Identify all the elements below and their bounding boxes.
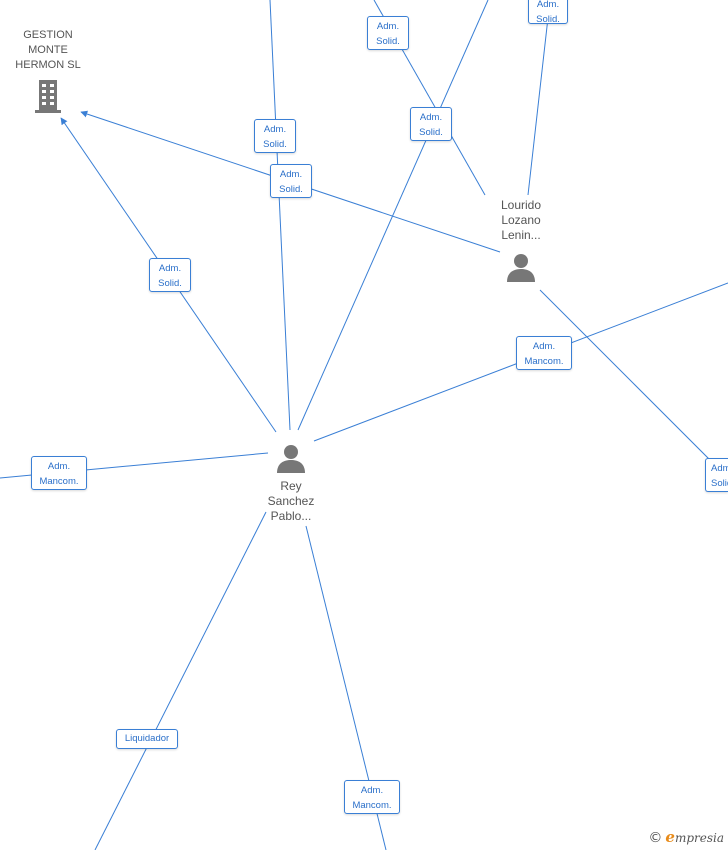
edge-rey-bottom-1 (94, 511, 267, 850)
empresia-brand: ©empresia (648, 828, 724, 846)
relation-label-adm-solid[interactable]: Adm. Solid. (528, 0, 568, 25)
relation-text-line-2: Mancom. (352, 800, 392, 811)
relation-text-line-2: Solid. (711, 478, 728, 489)
relation-text-line-2: Solid. (419, 127, 443, 138)
edge-lourido-right (539, 289, 728, 479)
relation-label-adm-mancom[interactable]: Adm. Mancom. (344, 780, 400, 814)
relation-text-line-1: Adm. (711, 463, 728, 474)
brand-name: mpresia (674, 831, 724, 845)
relation-text-line-2: Mancom. (524, 356, 564, 367)
relation-text-line-1: Adm. (419, 112, 443, 123)
person-name-line-3: Pablo... (270, 509, 312, 523)
relation-label-adm-solid[interactable]: Adm. Solid. (270, 164, 312, 198)
relation-text-line-1: Adm. (360, 785, 384, 796)
relation-text-line-2: Solid. (158, 278, 182, 289)
edge-rey-top-1 (269, 0, 291, 431)
person-icon (507, 254, 535, 282)
company-name-line-2: MONTE (28, 44, 68, 56)
person-icon (277, 445, 305, 473)
copyright-symbol: © (648, 830, 663, 846)
relation-text-line-1: Adm. (263, 124, 287, 135)
relation-label-liquidador[interactable]: Liquidador (116, 729, 178, 749)
building-icon (35, 80, 61, 113)
brand-initial: e (665, 828, 675, 846)
person-name-line-1: Lourido (500, 198, 542, 212)
relation-label-adm-solid[interactable]: Adm. Solid. (705, 458, 728, 492)
relation-text-line-1: Adm. (158, 263, 182, 274)
relation-text-line-2: Mancom. (39, 476, 79, 487)
person-name-line-3: Lenin... (501, 228, 541, 242)
relation-label-adm-mancom[interactable]: Adm. Mancom. (516, 336, 572, 370)
relation-label-adm-solid[interactable]: Adm. Solid. (410, 107, 452, 141)
relation-label-adm-solid[interactable]: Adm. Solid. (254, 119, 296, 153)
relation-text-line-1: Liquidador (124, 733, 170, 744)
relation-text-line-2: Solid. (536, 14, 560, 25)
company-name-line-1: GESTION (23, 29, 73, 41)
relation-text-line-2: Solid. (263, 139, 287, 150)
relation-label-adm-solid[interactable]: Adm. Solid. (149, 258, 191, 292)
edge-rey-top-2 (297, 0, 489, 431)
person-node-rey-sanchez[interactable]: Rey Sanchez Pablo... (250, 443, 332, 524)
relation-text-line-1: Adm. (536, 0, 560, 10)
relation-label-adm-mancom[interactable]: Adm. Mancom. (31, 456, 87, 490)
relation-text-line-1: Adm. (532, 341, 556, 352)
relation-text-line-2: Solid. (279, 184, 303, 195)
relation-text-line-1: Adm. (376, 21, 400, 32)
person-name-line-1: Rey (280, 479, 302, 493)
relation-text-line-1: Adm. (47, 461, 71, 472)
relation-text-line-1: Adm. (279, 169, 303, 180)
person-name-line-2: Lozano (501, 213, 541, 227)
relation-label-adm-solid[interactable]: Adm. Solid. (367, 16, 409, 50)
company-name-line-3: HERMON SL (15, 59, 81, 71)
edge-lourido-top-2 (527, 0, 551, 196)
person-node-lourido-lozano[interactable]: Lourido Lozano Lenin... (480, 198, 562, 282)
company-node-gestion-monte-hermon[interactable]: GESTION MONTE HERMON SL (8, 28, 88, 114)
relation-text-line-2: Solid. (376, 36, 400, 47)
person-name-line-2: Sanchez (267, 494, 315, 508)
